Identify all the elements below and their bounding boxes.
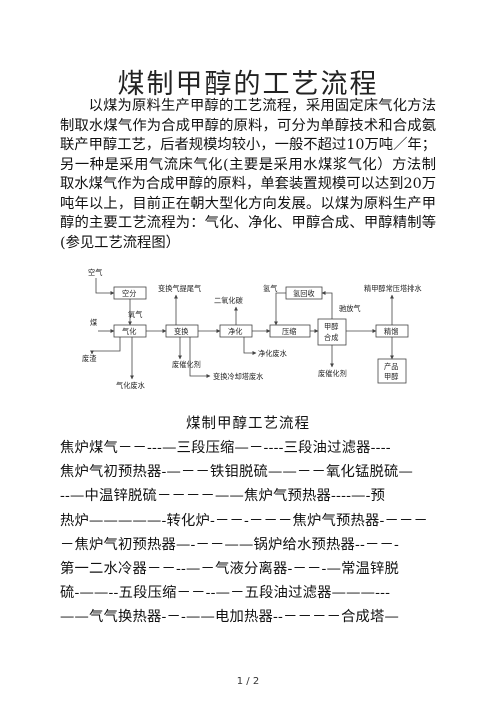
page-number: 1 / 2 — [236, 676, 260, 687]
line-purge-gas — [321, 291, 333, 319]
step-line: ——气气换热器‑－‑——电加热器‑‑－－－－合成塔— — [60, 609, 400, 626]
line-purification-wastewater — [243, 337, 257, 355]
line-hydrogen-return — [274, 292, 286, 326]
line-air — [95, 278, 115, 295]
label-co2: 二氧化碳 — [214, 296, 243, 305]
label-purge-gas: 驰放气 — [339, 304, 361, 313]
flow-subtitle: 煤制甲醇工艺流程 — [186, 416, 310, 432]
box-purification-label: 净化 — [228, 327, 242, 336]
process-flow-diagram: 空气 氧气 煤 废渣 气化废水 变换气提尾气 废催化剂 变换冷却塔废水 二氧化碳… — [82, 268, 422, 390]
step-line: －焦炉气初预热器—‑－－——锅炉给水预热器‑‑－－‑ — [60, 536, 400, 553]
label-shift-stripping-tailgas: 变换气提尾气 — [158, 284, 201, 293]
intro-paragraph: 以煤为原料生产甲醇的工艺流程，采用固定床气化方法制取水煤气作为合成甲醇的原料，可… — [60, 97, 436, 253]
label-spent-catalyst-1: 废催化剂 — [172, 360, 201, 369]
label-air: 空气 — [88, 268, 102, 277]
step-line: 焦炉气初预热器‑—－－铁钼脱硫——－－氧化锰脱硫— — [60, 464, 413, 481]
label-spent-catalyst-2: 废催化剂 — [318, 369, 347, 378]
box-gasification-label: 气化 — [122, 327, 136, 336]
step-line: 第一二水冷器－－‑‑—－气液分离器‑－－‑—常温锌脱 — [60, 561, 400, 578]
box-methanol-synthesis — [317, 318, 347, 346]
intro-text: 以煤为原料生产甲醇的工艺流程，采用固定床气化方法制取水煤气作为合成甲醇的原料，可… — [60, 98, 436, 251]
box-synthesis-label-2: 合成 — [324, 333, 338, 342]
process-steps: 焦炉煤气－－‑‑‑—三段压缩—－‑‑‑‑三段油过滤器‑‑‑‑ 焦炉气初预热器‑—… — [60, 436, 436, 630]
label-slag: 废渣 — [82, 354, 96, 363]
box-product-label-2: 甲醇 — [384, 372, 398, 381]
label-shift-cooling-wastewater: 变换冷却塔废水 — [213, 372, 263, 381]
step-line: 焦炉煤气－－‑‑‑—三段压缩—－‑‑‑‑三段油过滤器‑‑‑‑ — [60, 440, 391, 456]
box-synthesis-label-1: 甲醇 — [324, 322, 338, 331]
label-methanol-atmospheric-drain: 精甲醇常压塔排水 — [364, 284, 422, 293]
step-line: ‑‑—中温锌脱硫－－－－——焦炉气预热器‑‑‑‑—‑预 — [60, 488, 386, 505]
box-air-separation-label: 空分 — [122, 289, 136, 298]
label-coal: 煤 — [90, 318, 97, 327]
box-distillation-label: 精馏 — [384, 327, 398, 336]
line-shift-cooling — [189, 337, 211, 378]
label-oxygen: 氧气 — [128, 310, 142, 319]
label-purification-wastewater: 净化废水 — [258, 349, 287, 358]
label-gasification-wastewater: 气化废水 — [116, 381, 145, 390]
step-line: 热炉—————‑转化炉‑－－‑－－－焦炉气预热器‑－－－ — [60, 512, 429, 529]
box-product-label-1: 产品 — [384, 362, 398, 371]
box-compression-label: 压缩 — [282, 327, 296, 336]
box-shift-label: 变换 — [174, 327, 188, 336]
box-hydrogen-recovery-label: 氢回收 — [293, 289, 315, 298]
line-slag — [90, 337, 121, 355]
document-title: 煤制甲醇的工艺流程 — [117, 69, 379, 100]
label-hydrogen: 氢气 — [263, 284, 277, 293]
step-line: 硫‑——‑‑五段压缩－－‑‑—－五段油过滤器———‑‑‑ — [60, 585, 391, 602]
